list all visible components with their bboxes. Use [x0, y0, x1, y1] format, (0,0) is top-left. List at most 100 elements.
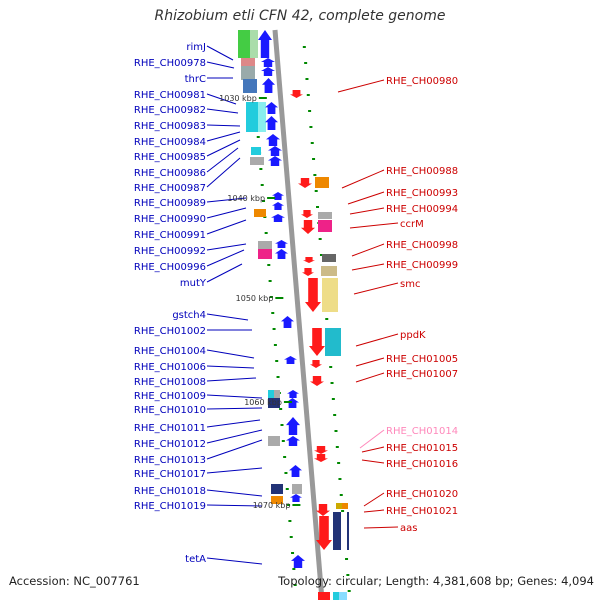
- forward-gene-arrow: [271, 214, 285, 222]
- reverse-gene-arrow: [316, 504, 330, 516]
- gene-label-rhe-ch00996: RHE_CH00996: [134, 262, 206, 273]
- leader-line-rhe-ch01021: [363, 509, 385, 513]
- gene-label-rhe-ch00980: RHE_CH00980: [386, 76, 458, 87]
- gene-label-rhe-ch00985: RHE_CH00985: [134, 152, 206, 163]
- forward-gene-arrow: [268, 156, 282, 166]
- minor-tick: [260, 184, 264, 186]
- gene-label-rhe-ch01019: RHE_CH01019: [134, 501, 206, 512]
- scale-label: 1060 kbp: [244, 398, 282, 407]
- gene-label-rhe-ch00991: RHE_CH00991: [134, 230, 206, 241]
- reverse-gene-arrow: [301, 210, 313, 218]
- gene-label-rhe-ch00993: RHE_CH00993: [386, 188, 458, 199]
- forward-gene-arrow: [286, 436, 300, 446]
- reverse-gene-arrow: [305, 278, 321, 312]
- leader-line-rhe-ch01015: [361, 446, 385, 453]
- gene-box: [268, 390, 274, 398]
- leader-line-rhe-ch01005: [355, 357, 385, 367]
- leader-line-rhe-ch00990: [206, 207, 247, 219]
- minor-tick: [293, 584, 297, 586]
- minor-tick: [285, 488, 289, 490]
- leader-line-rhe-ch01018: [206, 489, 263, 497]
- gene-box: [271, 496, 283, 504]
- leader-line-rhe-ch01017: [206, 467, 263, 474]
- minor-tick: [314, 190, 318, 192]
- gene-box: [322, 278, 338, 312]
- leader-line-ppdk: [355, 333, 399, 347]
- minor-tick: [329, 366, 333, 368]
- gene-label-rhe-ch01020: RHE_CH01020: [386, 489, 458, 500]
- minor-tick: [256, 136, 260, 138]
- gene-labels: rimJRHE_CH00978thrCRHE_CH00981RHE_CH0098…: [134, 42, 458, 565]
- gene-label-rhe-ch00994: RHE_CH00994: [386, 204, 458, 215]
- forward-gene-arrow: [281, 316, 294, 328]
- gene-label-rhe-ch01005: RHE_CH01005: [386, 354, 458, 365]
- gene-box: [250, 157, 264, 165]
- gene-label-thrc: thrC: [185, 74, 206, 85]
- minor-tick: [310, 142, 314, 144]
- label-leaders: [206, 45, 399, 565]
- scale-label: 1070 kbp: [253, 501, 291, 510]
- gene-box: [339, 592, 347, 600]
- leader-line-rhe-ch00992: [206, 243, 247, 251]
- reverse-gene-arrow: [316, 516, 332, 550]
- reverse-gene-arrow: [310, 376, 324, 386]
- minor-tick: [304, 62, 308, 64]
- minor-tick: [279, 408, 283, 410]
- forward-gene-arrow: [275, 249, 288, 259]
- forward-gene-arrow: [291, 555, 305, 568]
- minor-tick: [346, 574, 350, 576]
- leader-line-gstch4: [206, 313, 249, 321]
- forward-gene-arrow: [261, 67, 275, 76]
- gene-box: [268, 436, 280, 446]
- accession-text: Accession: NC_007761: [9, 574, 140, 588]
- minor-tick: [312, 158, 316, 160]
- leader-line-rhe-ch00982: [206, 108, 239, 114]
- leader-line-muty: [206, 263, 243, 283]
- minor-tick: [308, 110, 312, 112]
- gene-label-rhe-ch01002: RHE_CH01002: [134, 326, 206, 337]
- gene-box: [318, 220, 332, 232]
- gene-box: [251, 147, 261, 155]
- leader-line-rhe-ch00983: [206, 124, 241, 127]
- leader-line-aas: [363, 526, 399, 529]
- genome-backbone: [272, 29, 325, 600]
- gene-label-rhe-ch00986: RHE_CH00986: [134, 168, 206, 179]
- gene-label-rhe-ch00984: RHE_CH00984: [134, 137, 206, 148]
- scale-label: 1030 kbp: [219, 94, 257, 103]
- leader-line-rhe-ch00996: [206, 249, 245, 267]
- minor-tick: [347, 590, 351, 592]
- leader-line-rhe-ch01010: [206, 407, 263, 410]
- gene-box: [258, 249, 272, 259]
- forward-gene-arrow: [265, 102, 278, 114]
- gene-box: [336, 503, 342, 509]
- gene-label-rhe-ch01018: RHE_CH01018: [134, 486, 206, 497]
- minor-tick: [306, 94, 310, 96]
- gene-label-rhe-ch00998: RHE_CH00998: [386, 240, 458, 251]
- gene-label-rhe-ch01012: RHE_CH01012: [134, 439, 206, 450]
- gene-label-rhe-ch00978: RHE_CH00978: [134, 58, 206, 69]
- gene-label-rhe-ch00989: RHE_CH00989: [134, 198, 206, 209]
- gene-label-gstch4: gstch4: [172, 310, 206, 321]
- minor-tick: [330, 382, 334, 384]
- leader-line-rimj: [206, 45, 234, 61]
- minor-tick: [268, 280, 272, 282]
- minor-tick: [289, 536, 293, 538]
- leader-line-rhe-ch01012: [206, 429, 263, 444]
- minor-tick: [318, 238, 322, 240]
- gene-label-rhe-ch01014: RHE_CH01014: [386, 426, 458, 437]
- minor-tick: [269, 296, 273, 298]
- gene-label-rimj: rimJ: [186, 42, 206, 53]
- minor-tick: [281, 440, 285, 442]
- gene-box: [238, 30, 250, 58]
- leader-line-ccrm: [349, 222, 399, 229]
- gene-box: [254, 209, 266, 217]
- minor-tick: [288, 520, 292, 522]
- leader-line-rhe-ch00994: [349, 207, 385, 215]
- minor-tick: [302, 46, 306, 48]
- minor-tick: [316, 206, 320, 208]
- forward-gene-arrow: [268, 146, 282, 156]
- forward-gene-arrow: [272, 202, 284, 210]
- minor-tick: [275, 360, 279, 362]
- leader-line-rhe-ch00984: [206, 131, 241, 142]
